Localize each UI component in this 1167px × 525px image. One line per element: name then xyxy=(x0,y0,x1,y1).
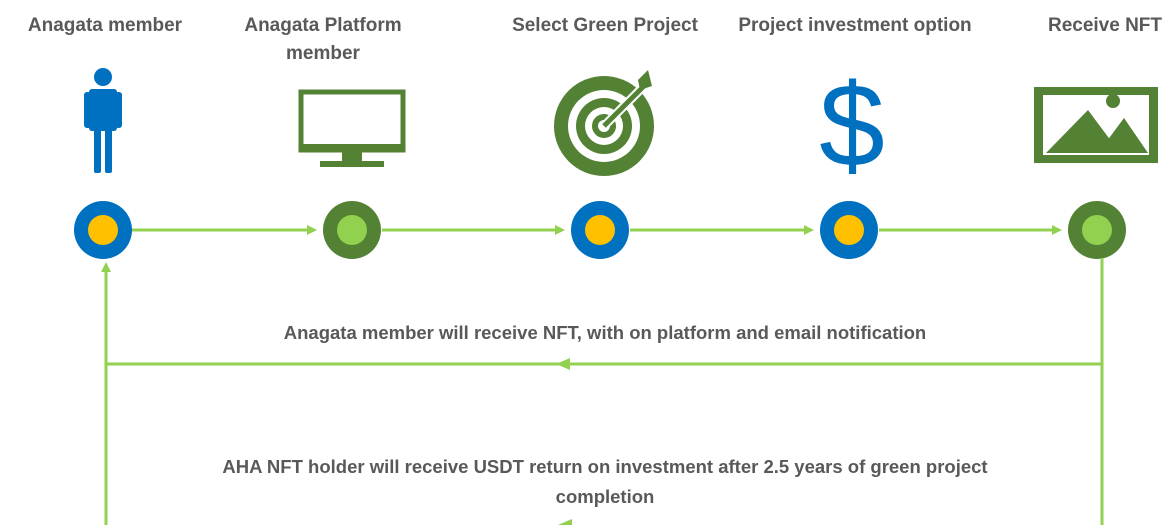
step-label-anagata-member: Anagata member xyxy=(27,15,183,36)
step-label-select-green-project: Select Green Project xyxy=(512,15,698,36)
step-label-receive-nft: Receive NFT xyxy=(1047,15,1163,36)
return-line-usdt-arrowhead xyxy=(558,519,572,525)
monitor-icon xyxy=(298,89,406,167)
node-receive-nft xyxy=(1068,201,1126,259)
return-line-nft-notice-arrowhead xyxy=(556,358,570,370)
node-select-green-project xyxy=(571,201,629,259)
step-label-platform-member: Anagata Platform member xyxy=(244,15,402,64)
target-icon xyxy=(554,70,654,176)
nft-notice-caption: Anagata member will receive NFT, with on… xyxy=(283,322,927,343)
node-anagata-member xyxy=(74,201,132,259)
image-icon xyxy=(1034,87,1158,163)
node-investment-option xyxy=(820,201,878,259)
node-platform-member xyxy=(323,201,381,259)
step-label-investment-option: Project investment option xyxy=(738,15,972,36)
dollar-icon: $ xyxy=(819,60,885,192)
usdt-return-caption: AHA NFT holder will receive USDT return … xyxy=(222,456,988,507)
person-icon xyxy=(84,68,122,173)
